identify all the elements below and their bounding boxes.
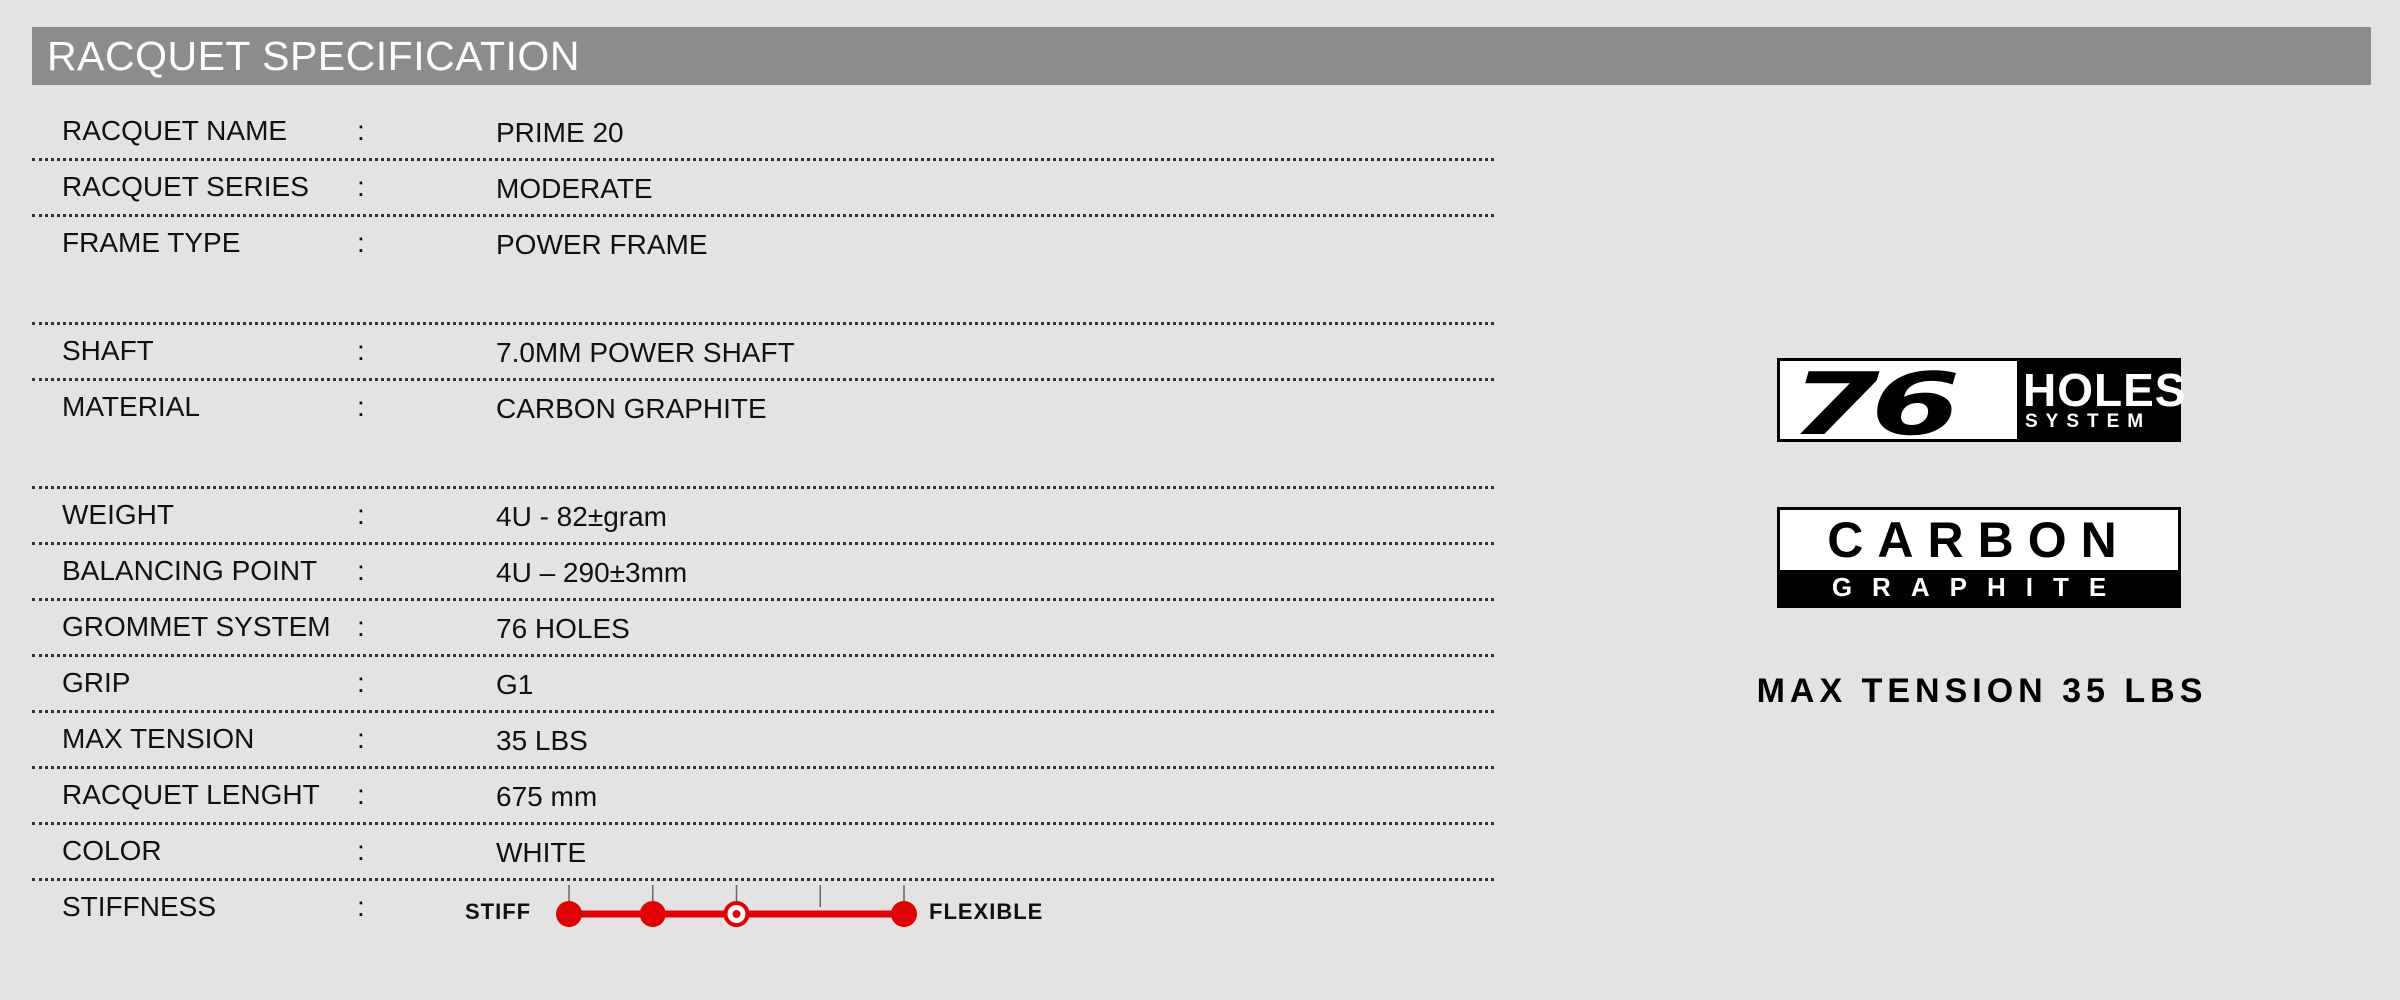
- spec-label: RACQUET LENGHT: [62, 779, 320, 810]
- spec-value: G1: [496, 669, 534, 700]
- stiffness-dot: [639, 901, 666, 927]
- spec-header: RACQUET SPECIFICATION: [32, 27, 2371, 85]
- stiffness-right-label: FLEXIBLE: [929, 899, 1043, 924]
- spec-colon: :: [357, 555, 365, 586]
- spec-label: BALANCING POINT: [62, 555, 318, 586]
- carbon-word: CARBON: [1827, 512, 2131, 568]
- spec-row-racquet-length: RACQUET LENGHT : 675 mm: [32, 769, 1494, 825]
- spec-value: 675 mm: [496, 781, 598, 812]
- spec-label: MAX TENSION: [62, 723, 255, 754]
- spec-colon: :: [357, 891, 365, 922]
- spec-value: CARBON GRAPHITE: [496, 393, 767, 424]
- spec-row-material: MATERIAL : CARBON GRAPHITE: [32, 381, 1494, 489]
- spec-label: FRAME TYPE: [62, 227, 241, 258]
- spec-value: MODERATE: [496, 173, 653, 204]
- graphite-word: GRAPHITE: [1780, 570, 2178, 605]
- spec-label: MATERIAL: [62, 391, 200, 422]
- 76-holes-system-logo: 76 HOLES SYSTEM: [1777, 355, 2185, 455]
- stiffness-scale-graphic: STIFF FLEXIBLE: [465, 885, 1043, 927]
- spec-colon: :: [357, 227, 365, 258]
- spec-colon: :: [357, 171, 365, 202]
- holes-number: 76: [1790, 355, 1961, 455]
- spec-label: SHAFT: [62, 335, 154, 366]
- spec-colon: :: [357, 779, 365, 810]
- stiffness-left-label: STIFF: [465, 899, 531, 924]
- spec-label: WEIGHT: [62, 499, 174, 530]
- spec-row-max-tension: MAX TENSION : 35 LBS: [32, 713, 1494, 769]
- spec-colon: :: [357, 835, 365, 866]
- spec-value: 4U - 82±gram: [496, 501, 667, 532]
- spec-colon: :: [357, 391, 365, 422]
- spec-value: 76 HOLES: [496, 613, 630, 644]
- spec-row-balancing-point: BALANCING POINT : 4U – 290±3mm: [32, 545, 1494, 601]
- holes-label-box: HOLES SYSTEM: [2017, 361, 2185, 439]
- spec-value: PRIME 20: [496, 117, 624, 148]
- holes-word: HOLES: [2023, 364, 2187, 416]
- spec-row-racquet-series: RACQUET SERIES : MODERATE: [32, 161, 1494, 217]
- spec-value: 7.0MM POWER SHAFT: [496, 337, 795, 368]
- spec-value: 4U – 290±3mm: [496, 557, 688, 588]
- spec-label: GROMMET SYSTEM: [62, 611, 331, 642]
- spec-colon: :: [357, 723, 365, 754]
- spec-row-grip: GRIP : G1: [32, 657, 1494, 713]
- spec-colon: :: [357, 499, 365, 530]
- spec-value: WHITE: [496, 837, 587, 868]
- spec-colon: :: [357, 611, 365, 642]
- stiffness-scale: STIFF FLEXIBLE: [432, 881, 1072, 934]
- spec-value: POWER FRAME: [496, 229, 708, 260]
- spec-row-color: COLOR : WHITE: [32, 825, 1494, 881]
- spec-row-stiffness: STIFFNESS : STIFF FLEXIBLE: [32, 881, 1494, 934]
- spec-row-weight: WEIGHT : 4U - 82±gram: [32, 489, 1494, 545]
- spec-label: RACQUET NAME: [62, 115, 288, 146]
- spec-row-frame-type: FRAME TYPE : POWER FRAME: [32, 217, 1494, 325]
- spec-table: RACQUET NAME : PRIME 20 RACQUET SERIES :…: [32, 105, 1494, 934]
- carbon-graphite-logo: CARBON GRAPHITE: [1777, 507, 2181, 608]
- spec-value: 35 LBS: [496, 725, 588, 756]
- stiffness-dot: [891, 901, 917, 927]
- spec-label: COLOR: [62, 835, 162, 866]
- spec-row-grommet-system: GROMMET SYSTEM : 76 HOLES: [32, 601, 1494, 657]
- spec-label: STIFFNESS: [62, 891, 217, 922]
- spec-label: RACQUET SERIES: [62, 171, 309, 202]
- spec-colon: :: [357, 335, 365, 366]
- spec-row-shaft: SHAFT : 7.0MM POWER SHAFT: [32, 325, 1494, 381]
- spec-colon: :: [357, 667, 365, 698]
- stiffness-level-center: [732, 910, 741, 918]
- stiffness-dot: [556, 901, 582, 927]
- spec-row-racquet-name: RACQUET NAME : PRIME 20: [32, 105, 1494, 161]
- spec-label: GRIP: [62, 667, 131, 698]
- spec-colon: :: [357, 115, 365, 146]
- max-tension-logo: MAX TENSION 35 LBS: [1756, 672, 2208, 710]
- page-title: RACQUET SPECIFICATION: [47, 33, 580, 79]
- holes-sub: SYSTEM: [2025, 411, 2152, 432]
